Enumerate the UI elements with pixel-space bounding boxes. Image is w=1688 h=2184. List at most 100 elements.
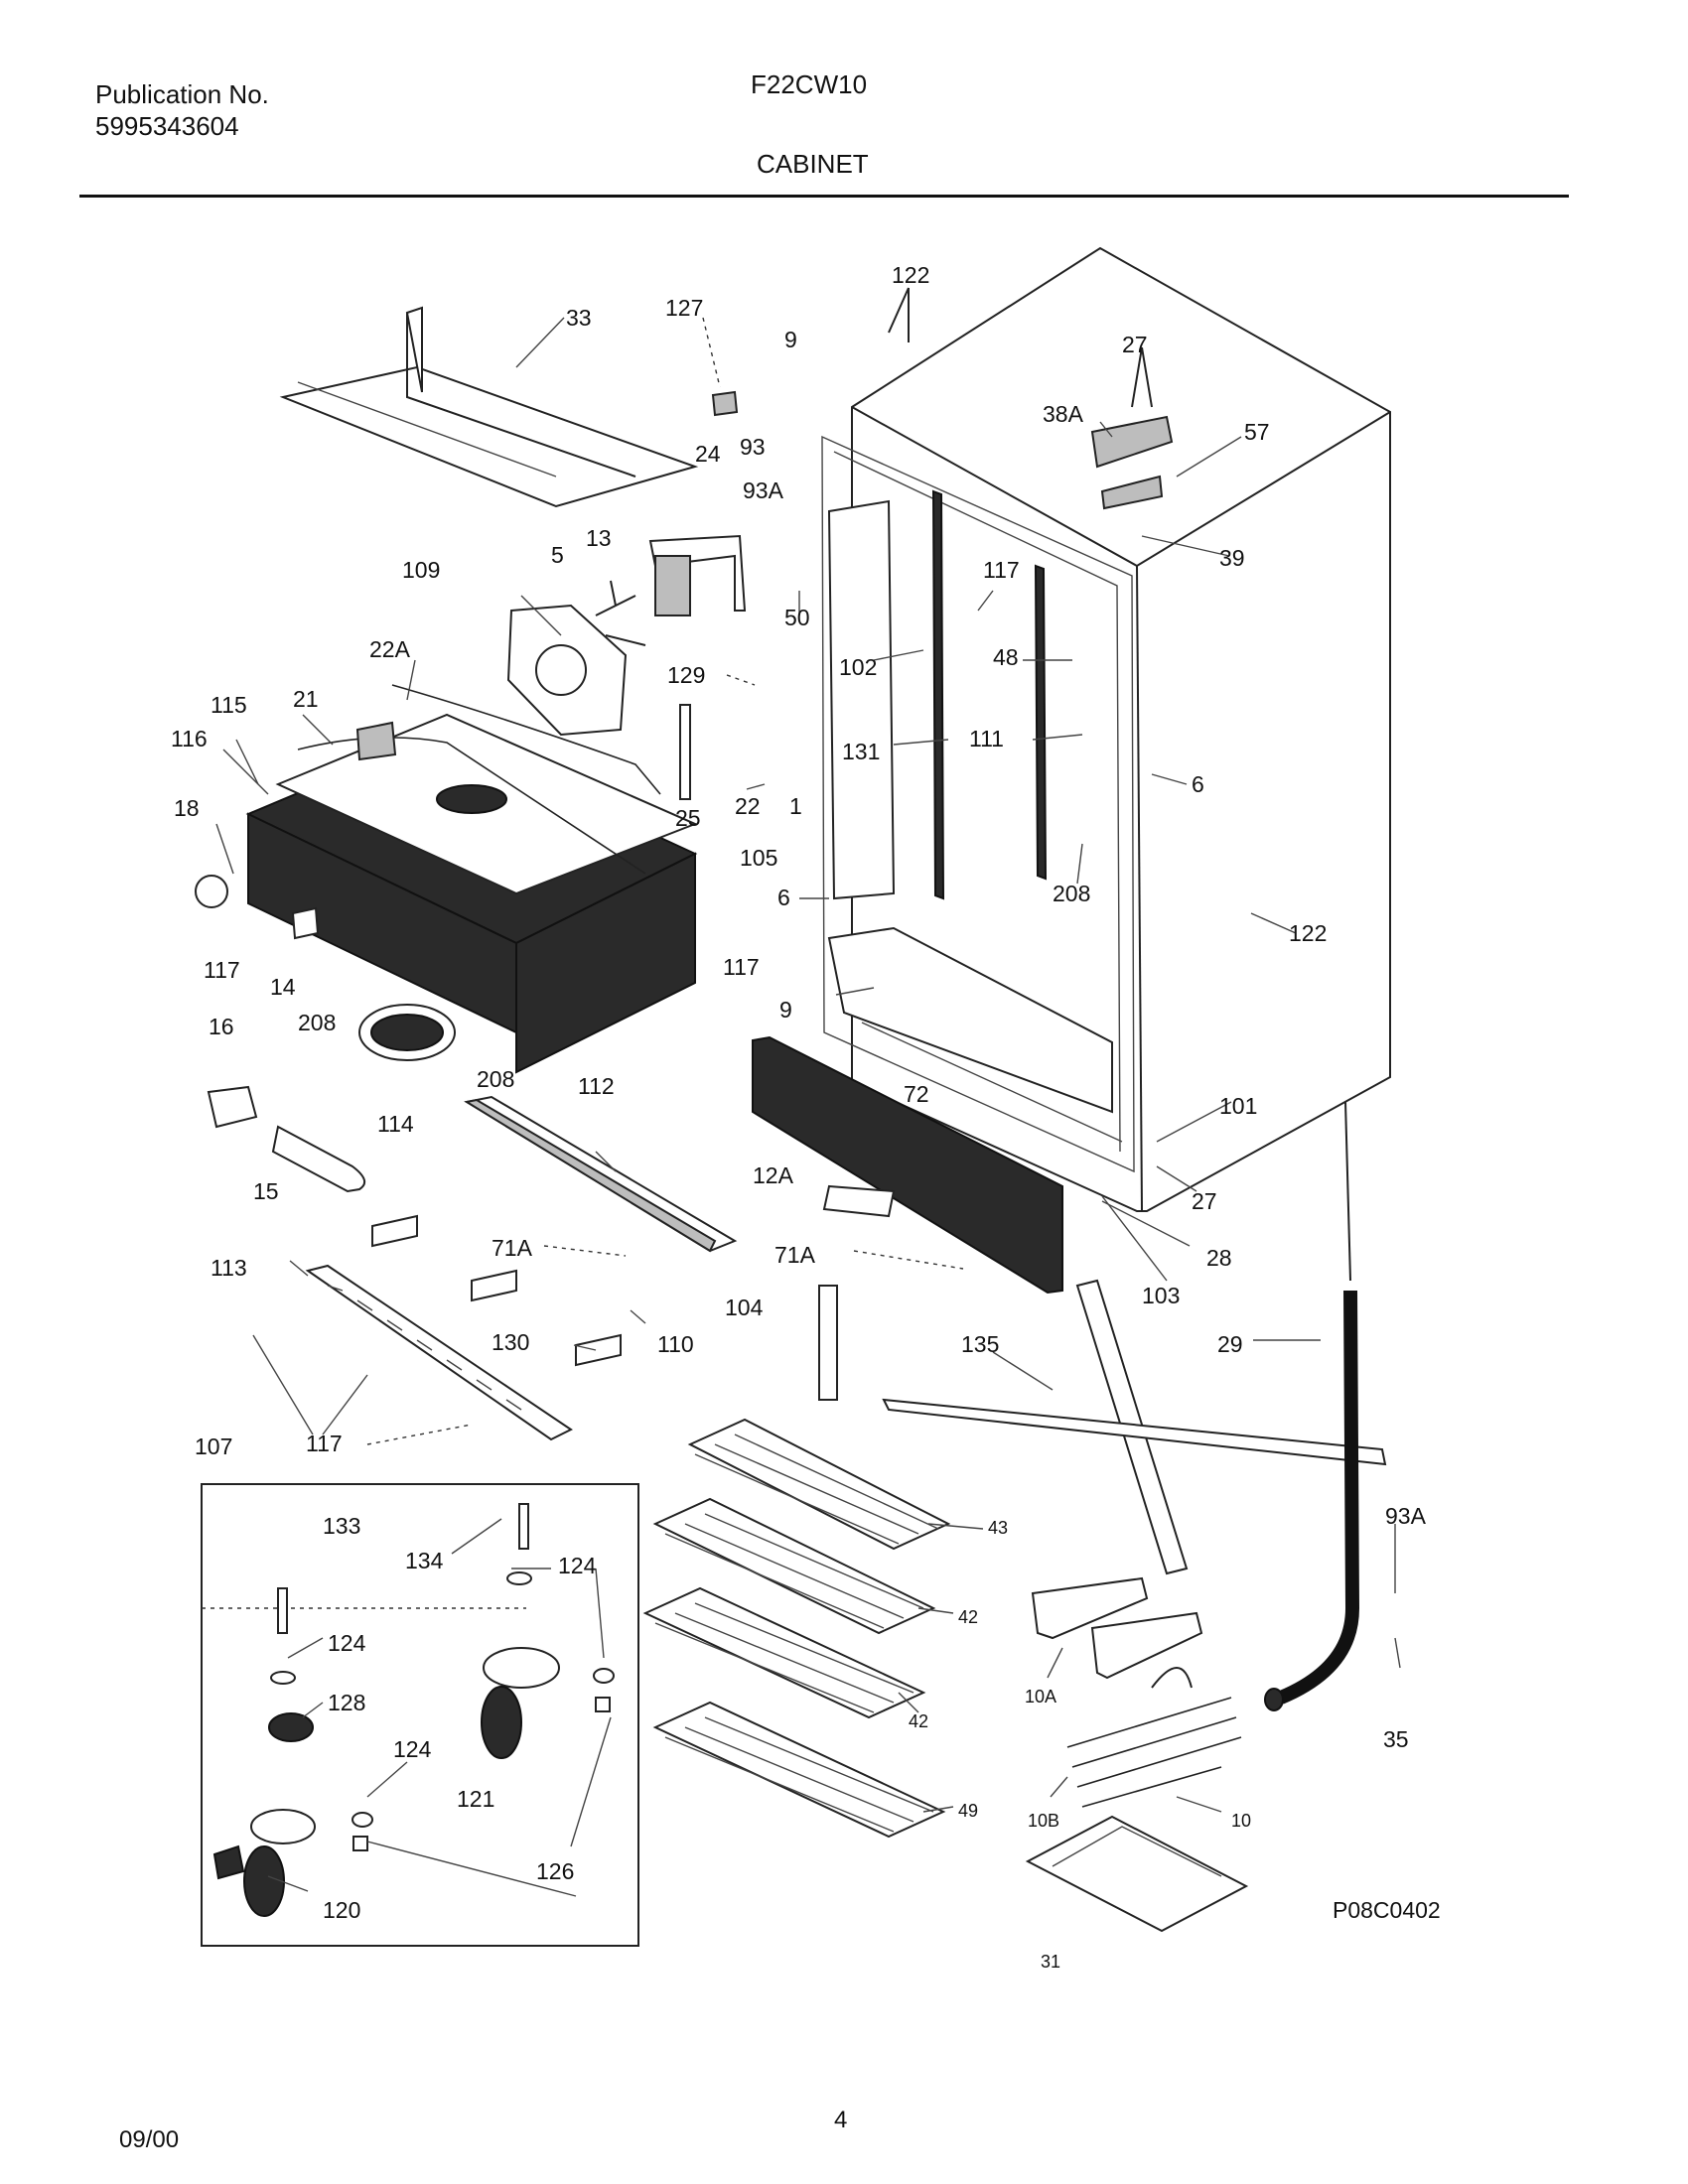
shelves xyxy=(642,1418,951,1839)
callout-122: 122 xyxy=(892,262,929,288)
callout-134: 134 xyxy=(405,1548,444,1573)
callout-115: 115 xyxy=(211,692,247,718)
heater-assembly xyxy=(1025,1576,1249,1933)
section-title: CABINET xyxy=(757,149,869,179)
drain-hose xyxy=(1264,1101,1360,1711)
callout-16: 16 xyxy=(209,1014,234,1039)
callout-111: 111 xyxy=(969,726,1004,751)
page-number: 4 xyxy=(834,2107,848,2133)
callout-12a: 12A xyxy=(753,1162,794,1188)
callout-72: 72 xyxy=(904,1081,929,1107)
callout-33: 33 xyxy=(566,305,592,331)
callout-27: 27 xyxy=(1122,332,1148,357)
callout-122-right: 122 xyxy=(1289,920,1327,946)
callout-48: 48 xyxy=(993,644,1019,670)
callout-208-bottom: 208 xyxy=(477,1066,514,1092)
callout-117-mid: 117 xyxy=(723,954,760,980)
kick-plate xyxy=(752,1035,1063,1295)
callout-101: 101 xyxy=(1219,1093,1257,1119)
callout-18: 18 xyxy=(174,795,200,821)
callout-124: 124 xyxy=(558,1553,597,1578)
callout-10b: 10B xyxy=(1028,1811,1059,1831)
callout-6-door: 6 xyxy=(777,885,790,910)
callout-27-bottom: 27 xyxy=(1192,1188,1217,1214)
callout-129: 129 xyxy=(667,662,705,688)
callout-113: 113 xyxy=(211,1255,247,1281)
toe-grille xyxy=(305,1264,573,1441)
hinge-pin xyxy=(818,1285,838,1401)
footer-date: 09/00 xyxy=(119,2126,180,2153)
callout-15: 15 xyxy=(253,1178,279,1204)
header-rule xyxy=(79,195,1569,198)
callout-1: 1 xyxy=(789,793,802,819)
machine-compartment xyxy=(245,684,698,1074)
callout-112: 112 xyxy=(578,1073,615,1099)
callout-208: 208 xyxy=(1053,881,1090,906)
callout-24: 24 xyxy=(695,441,721,467)
callout-133: 133 xyxy=(323,1513,360,1539)
callout-31: 31 xyxy=(1041,1952,1060,1972)
callout-21: 21 xyxy=(293,686,319,712)
left-components xyxy=(195,875,738,1253)
door-braces xyxy=(882,1279,1387,1575)
callout-29: 29 xyxy=(1217,1331,1243,1357)
callout-25: 25 xyxy=(675,805,701,831)
callout-14: 14 xyxy=(270,974,296,1000)
leader-lines xyxy=(215,287,1401,1897)
callout-124-mid: 124 xyxy=(393,1736,432,1762)
callout-42: 42 xyxy=(958,1607,978,1627)
callout-127: 127 xyxy=(665,295,703,321)
callout-93: 93 xyxy=(740,434,766,460)
cabinet-body xyxy=(821,246,1391,1212)
callout-124-left: 124 xyxy=(328,1630,366,1656)
callout-28: 28 xyxy=(1206,1245,1232,1271)
callout-22a: 22A xyxy=(369,636,411,662)
model-number: F22CW10 xyxy=(751,69,868,99)
fan-assembly xyxy=(506,390,747,737)
leveling-legs xyxy=(371,1214,622,1367)
callout-9-bottom: 9 xyxy=(779,997,792,1023)
callout-50: 50 xyxy=(784,605,810,630)
callout-labels: 33 127 122 9 27 38A 57 24 93 93A 13 5 39… xyxy=(171,262,1441,1972)
callout-9: 9 xyxy=(784,327,797,352)
callout-135: 135 xyxy=(961,1331,999,1357)
caster-inset xyxy=(201,1483,639,1947)
callout-117-bottom: 117 xyxy=(306,1431,343,1456)
callout-10a: 10A xyxy=(1025,1687,1056,1706)
callout-128: 128 xyxy=(328,1690,365,1715)
callout-38a: 38A xyxy=(1043,401,1084,427)
callout-103: 103 xyxy=(1142,1283,1180,1308)
diagram-code: P08C0402 xyxy=(1333,1897,1441,1923)
callout-71a-right: 71A xyxy=(774,1242,816,1268)
callout-39: 39 xyxy=(1219,545,1245,571)
callout-93a-right: 93A xyxy=(1385,1503,1427,1529)
callout-6: 6 xyxy=(1192,771,1204,797)
top-brace xyxy=(279,306,699,508)
callout-42-lower: 42 xyxy=(909,1711,928,1731)
callout-49: 49 xyxy=(958,1801,978,1821)
callout-93a: 93A xyxy=(743,478,784,503)
callout-35: 35 xyxy=(1383,1726,1409,1752)
callout-116: 116 xyxy=(171,726,208,751)
callout-109: 109 xyxy=(402,557,440,583)
callout-107: 107 xyxy=(195,1433,232,1459)
publication-number: 5995343604 xyxy=(95,111,239,141)
callout-121: 121 xyxy=(457,1786,494,1812)
callout-10: 10 xyxy=(1231,1811,1251,1831)
callout-117-left: 117 xyxy=(204,957,240,983)
callout-131: 131 xyxy=(842,739,880,764)
callout-208-left: 208 xyxy=(298,1010,336,1035)
callout-114: 114 xyxy=(377,1111,414,1137)
callout-57: 57 xyxy=(1244,419,1270,445)
callout-126: 126 xyxy=(536,1858,574,1884)
callout-13: 13 xyxy=(586,525,612,551)
callout-5: 5 xyxy=(551,542,564,568)
publication-label: Publication No. xyxy=(95,79,269,109)
callout-130: 130 xyxy=(492,1329,529,1355)
callout-22: 22 xyxy=(735,793,761,819)
callout-117: 117 xyxy=(983,557,1020,583)
callout-110: 110 xyxy=(657,1331,694,1357)
callout-102: 102 xyxy=(839,654,877,680)
callout-43: 43 xyxy=(988,1518,1008,1538)
